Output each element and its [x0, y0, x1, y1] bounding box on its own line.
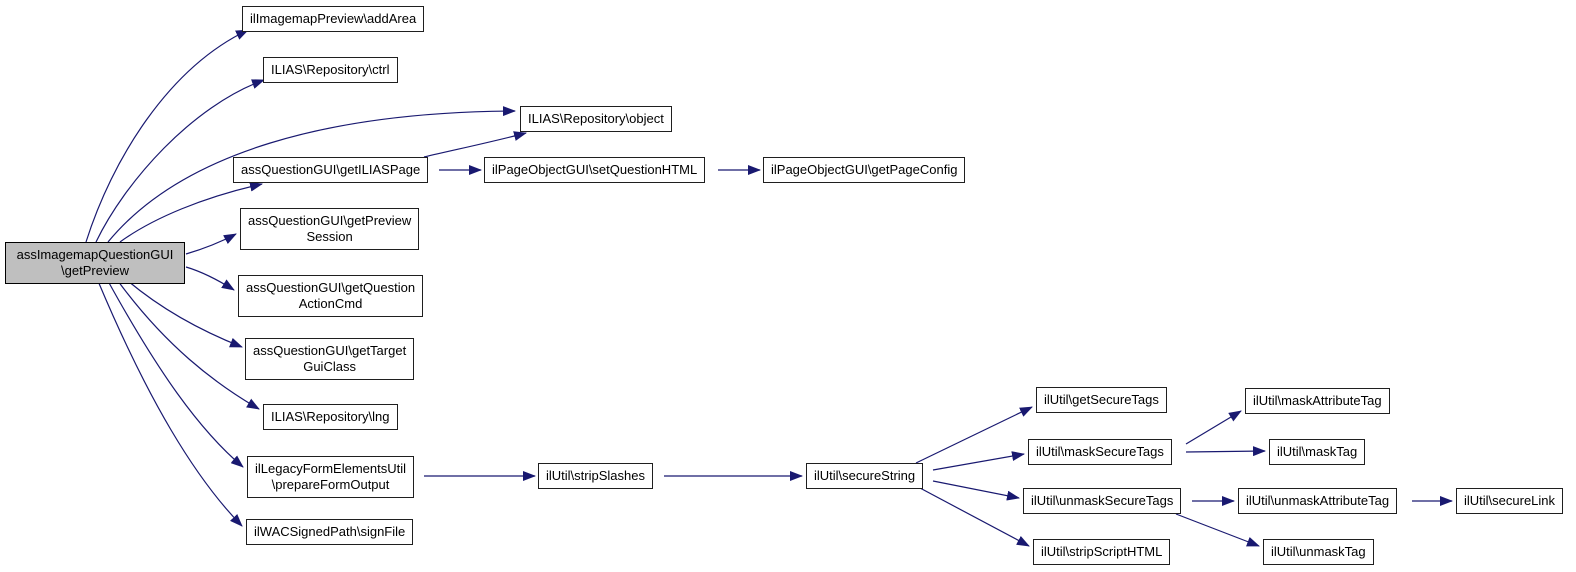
edge-maskSecureTags-maskTag	[1185, 446, 1266, 457]
edge-getPreview-object	[107, 106, 516, 243]
node-stripScriptHTML[interactable]: ilUtil\stripScriptHTML	[1033, 539, 1171, 565]
node-secureString[interactable]: ilUtil\secureString	[806, 463, 924, 489]
edge-getPreview-lng	[117, 280, 260, 410]
edge-getPreview-getQuestionActionCmd	[185, 266, 235, 291]
node-addArea[interactable]: ilImagemapPreview\addArea	[242, 6, 425, 32]
edge-getPreview-getTargetGuiClass	[127, 280, 243, 348]
node-maskTag[interactable]: ilUtil\maskTag	[1269, 439, 1366, 465]
edge-getPreview-getPreviewSession	[185, 233, 237, 255]
node-getTargetGuiClass[interactable]: assQuestionGUI\getTarget GuiClass	[245, 338, 415, 380]
node-getSecureTags[interactable]: ilUtil\getSecureTags	[1036, 387, 1167, 413]
node-stripSlashes[interactable]: ilUtil\stripSlashes	[538, 463, 653, 489]
edge-secureString-stripScriptHTML	[919, 487, 1030, 547]
edge-getPreview-signFile	[97, 280, 243, 527]
node-getQuestionActionCmd[interactable]: assQuestionGUI\getQuestion ActionCmd	[238, 275, 424, 317]
edge-secureString-getSecureTags	[915, 406, 1033, 464]
node-signFile[interactable]: ilWACSignedPath\signFile	[246, 519, 414, 545]
node-ctrl[interactable]: ILIAS\Repository\ctrl	[263, 57, 398, 83]
node-maskSecureTags[interactable]: ilUtil\maskSecureTags	[1028, 439, 1172, 465]
edge-maskSecureTags-maskAttributeTag	[1185, 410, 1242, 445]
node-lng[interactable]: ILIAS\Repository\lng	[263, 404, 398, 430]
node-getILIASPage[interactable]: assQuestionGUI\getILIASPage	[233, 157, 429, 183]
node-getPreviewSession[interactable]: assQuestionGUI\getPreview Session	[240, 208, 420, 250]
node-secureLink[interactable]: ilUtil\secureLink	[1456, 488, 1564, 514]
edge-unmaskSecureTags-unmaskTag	[1175, 513, 1260, 547]
node-setQuestionHTML[interactable]: ilPageObjectGUI\setQuestionHTML	[484, 157, 706, 183]
edge-secureString-maskSecureTags	[932, 451, 1025, 471]
node-getPreview[interactable]: assImagemapQuestionGUI \getPreview	[5, 242, 185, 284]
node-unmaskAttributeTag[interactable]: ilUtil\unmaskAttributeTag	[1238, 488, 1398, 514]
edge-secureString-unmaskSecureTags	[932, 480, 1020, 501]
edge-getPreview-getILIASPage	[119, 181, 263, 243]
edge-getILIASPage-object	[423, 131, 527, 158]
node-object[interactable]: ILIAS\Repository\object	[520, 106, 672, 132]
edge-getPreview-addArea	[85, 29, 249, 243]
edge-getPreview-ctrl	[95, 79, 265, 243]
node-getPageConfig[interactable]: ilPageObjectGUI\getPageConfig	[763, 157, 966, 183]
node-unmaskSecureTags[interactable]: ilUtil\unmaskSecureTags	[1023, 488, 1182, 514]
node-unmaskTag[interactable]: ilUtil\unmaskTag	[1263, 539, 1374, 565]
node-prepareFormOutput[interactable]: ilLegacyFormElementsUtil \prepareFormOut…	[247, 456, 414, 498]
node-maskAttributeTag[interactable]: ilUtil\maskAttributeTag	[1245, 388, 1390, 414]
edge-getPreview-prepareFormOutput	[107, 280, 244, 468]
